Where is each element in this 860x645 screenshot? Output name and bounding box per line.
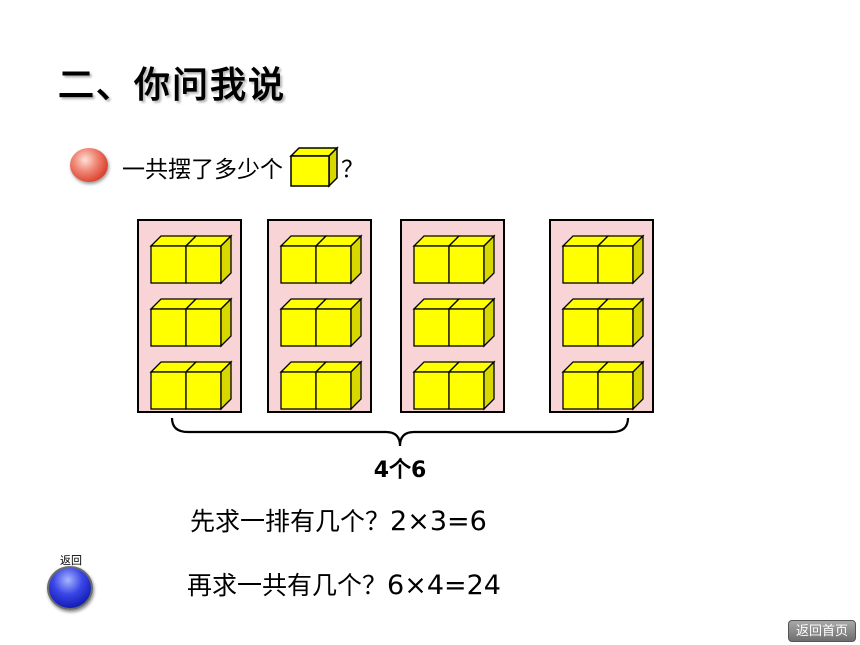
cube-front (150, 371, 187, 410)
cube-front (315, 245, 352, 284)
cube-front (413, 371, 450, 410)
cube-side (220, 297, 232, 348)
cube-front (185, 245, 222, 284)
home-button[interactable]: 返回首页 (788, 620, 856, 642)
cube-side (350, 234, 362, 285)
cube-front (280, 371, 317, 410)
cube-front (315, 308, 352, 347)
cube-side (350, 297, 362, 348)
cube-front (315, 371, 352, 410)
cube-front (597, 308, 634, 347)
cube-front (562, 245, 599, 284)
cube-front (448, 308, 485, 347)
yellow-cube-icon (289, 146, 339, 188)
question-text: 一共摆了多少个 (122, 157, 283, 183)
cube-front (562, 371, 599, 410)
cube-front (562, 308, 599, 347)
cube-side (632, 297, 644, 348)
step-two: 再求一共有几个？6×4=24 (187, 566, 501, 602)
cube-front (597, 371, 634, 410)
cube-front (150, 308, 187, 347)
cube-side (220, 360, 232, 411)
step-two-text: 再求一共有几个？ (187, 571, 388, 600)
step-one-text: 先求一排有几个？ (190, 507, 391, 536)
cube-front (597, 245, 634, 284)
cube-front (413, 308, 450, 347)
back-label: 返回 (60, 554, 82, 567)
cube-side (483, 297, 495, 348)
red-sphere-bullet-icon (70, 148, 108, 182)
cube-front (280, 308, 317, 347)
cube-front (280, 245, 317, 284)
cube-side (350, 360, 362, 411)
cube-front (185, 308, 222, 347)
back-button[interactable] (47, 566, 93, 610)
grouping-brace (170, 417, 630, 447)
step-one-equation: 2×3=6 (390, 506, 487, 537)
cube-side (483, 234, 495, 285)
cube-side (483, 360, 495, 411)
question-mark: ？ (341, 157, 364, 183)
page-title: 二、你问我说 (58, 65, 287, 106)
cube-side (632, 360, 644, 411)
cube-front (150, 245, 187, 284)
cube-front (448, 371, 485, 410)
step-two-equation: 6×4=24 (387, 570, 501, 601)
question-line: 一共摆了多少个 ？ (122, 146, 364, 188)
cube-side (632, 234, 644, 285)
step-one: 先求一排有几个？2×3=6 (190, 502, 487, 538)
cube-front (413, 245, 450, 284)
group-caption: 4个6 (373, 458, 427, 483)
cube-side (220, 234, 232, 285)
cube-front (185, 371, 222, 410)
cube-front (448, 245, 485, 284)
